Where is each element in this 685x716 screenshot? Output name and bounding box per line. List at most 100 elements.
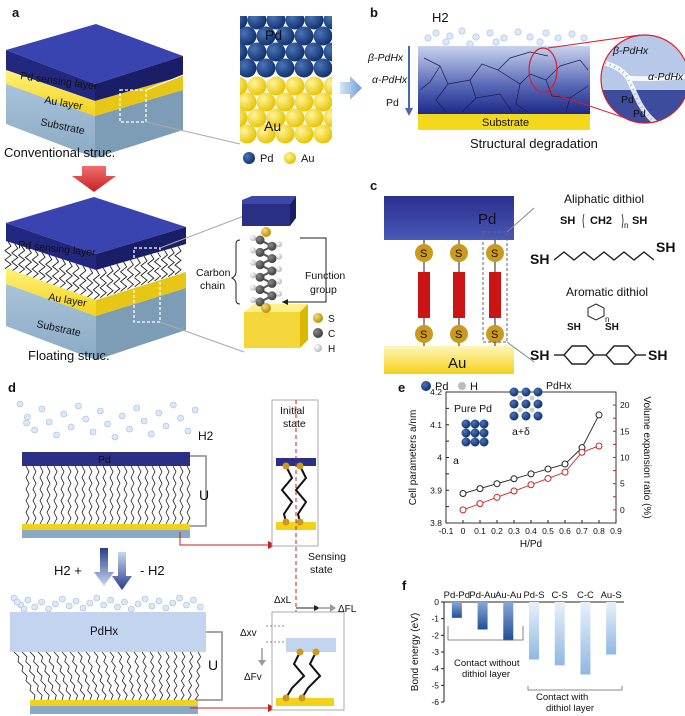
pd-atom [294,26,314,46]
zoom-linker [280,465,294,523]
s-atom [261,303,271,313]
s-atom [282,462,290,470]
x-tick-label: 0.9 [610,526,622,536]
c-atom [267,254,277,264]
linker-wire [17,245,26,274]
au-atom [333,125,352,144]
d-u-bracket-2 [196,631,223,701]
aliphatic-sh1: SH [560,215,575,227]
pd-atom [461,419,471,429]
au-atom [294,124,314,144]
linker-zigzag [61,651,79,701]
linker-wire [45,254,53,284]
linker-zigzag [137,465,142,525]
aliphatic-chain [553,251,655,261]
linker-wire [38,252,46,282]
data-point [595,411,603,419]
f-bracket-with [527,686,623,691]
data-point [561,460,569,468]
h-atom [276,278,282,285]
category-label: Pd-Pd [444,590,470,601]
linker-zigzag [144,465,149,525]
linker-zigzag [165,651,171,701]
h2-bubble [148,430,155,438]
h2-bubble [536,38,544,46]
d-pdhx-layer [10,612,206,652]
h2-bubble [472,33,480,41]
conventional-structure [6,24,241,158]
h2-bubble [446,32,454,40]
h-atom [250,272,256,279]
c-s-label-4: S [420,329,427,341]
h2-bubble [140,417,148,425]
h2-bubble [89,428,97,436]
linker-zigzag [186,465,191,525]
legend-pd: Pd [260,153,273,165]
y2-tick-label: 0 [620,505,625,515]
c-atom-legend-icon [313,328,323,338]
molecule-zoom [230,196,327,348]
atomic-zoom [240,16,352,144]
function-group-line1: Function [305,270,345,282]
h2-bubble [97,407,104,415]
linker-zigzag [37,651,57,701]
c-zoom-line-top [506,207,535,233]
panel-a-label: a [12,5,20,20]
d-substrate-2 [30,706,198,714]
bar [451,602,462,618]
au-atom [240,92,257,112]
h2-bubble [13,598,21,606]
data-point [510,475,518,483]
linker-wire [92,269,101,301]
d-pd-layer [22,452,190,466]
crack-line [509,51,549,59]
bar [477,602,488,630]
crack-line [475,93,513,113]
pd-atom [275,58,295,78]
linker-wire [147,253,155,284]
linker-zigzag [117,651,128,701]
linker-zigzag [125,651,135,701]
h2-bubble [458,27,466,35]
linker-zigzag [179,465,184,525]
e-pd-legend-icon [421,381,431,391]
linker-wire [99,267,107,299]
legend-au: Au [301,153,314,165]
h-atom [517,407,523,413]
d-reaction-right: - H2 [140,563,165,578]
category-label: C-S [552,590,568,601]
d-initial-linkers [280,462,308,526]
pd-atom [509,399,519,409]
y2-tick-label: 20 [620,400,630,410]
linker-wire [85,267,94,299]
d-dfl-arrowhead-icon [330,604,336,612]
x-tick-label: 0.7 [576,526,588,536]
data-point [476,500,484,508]
linker-zigzag [133,651,142,701]
category-label: Pd-S [523,590,544,601]
pd-atom [533,411,543,421]
h2-bubble [111,433,119,441]
s-atom [296,518,304,526]
linker-zigzag [77,651,93,701]
y-tick-label: 4 [437,453,442,463]
h-atom [276,253,282,260]
h2-bubble [121,598,128,606]
y-tick-label: 3.9 [430,485,442,495]
h-atom [250,259,256,266]
linker-zigzag [45,651,64,701]
linker-zigzag [25,465,30,525]
linker-wire [167,248,175,277]
d-pdhx-label: PdHx [90,626,118,638]
d-u-bracket-1 [190,455,207,527]
y2-tick-label: 5 [620,479,625,489]
h2-bubble [45,605,52,613]
linker-zigzag [81,465,86,525]
h2-bubble [424,34,432,42]
e-legend-h: H [470,381,478,393]
panel-b-label: b [370,5,378,20]
c-atom [267,278,277,288]
c-atom [255,247,265,257]
e-legend-pd: Pd [435,381,448,393]
